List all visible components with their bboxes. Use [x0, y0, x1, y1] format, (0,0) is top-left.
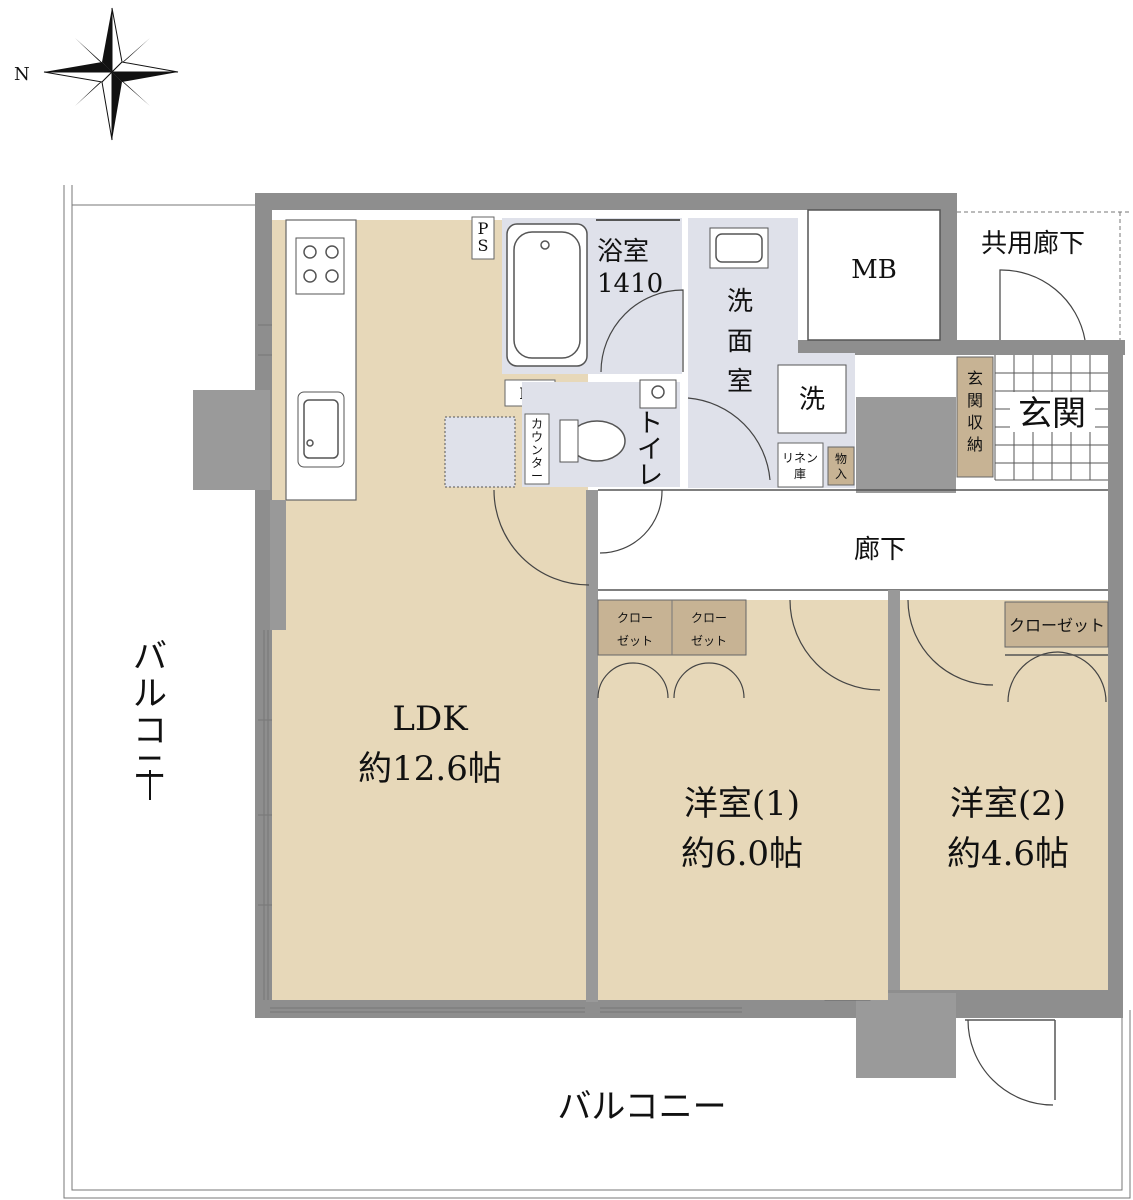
- linen-storage: [777, 442, 824, 488]
- linen-label-1: リネン: [782, 451, 818, 465]
- svg-text:イ: イ: [637, 435, 663, 465]
- storage-closet: [827, 446, 855, 486]
- toilet-room: [522, 379, 680, 487]
- bedroom2-name: 洋室(2): [950, 784, 1066, 824]
- bedroom1-name: 洋室(1): [684, 784, 800, 824]
- closet-2-label: クローゼット: [1009, 616, 1105, 635]
- washroom-label: 洗 面 室: [727, 287, 753, 397]
- svg-text:関: 関: [967, 391, 983, 410]
- mb-label: MB: [851, 255, 897, 285]
- balcony-bottom-label: バルコニー: [557, 1087, 726, 1127]
- balcony-outline: [63, 185, 1131, 1199]
- toilet-label: ト イ レ: [637, 409, 663, 491]
- svg-text:クロー: クロー: [617, 611, 653, 625]
- hallway-label: 廊下: [854, 535, 906, 565]
- svg-text:ゼット: ゼット: [691, 634, 727, 648]
- bathroom-size: 1410: [597, 269, 663, 299]
- svg-text:クロー: クロー: [691, 611, 727, 625]
- column-entrance: [856, 397, 956, 493]
- svg-text:コ: コ: [133, 711, 167, 751]
- common-corridor-label: 共用廊下: [981, 229, 1085, 259]
- ldk-size: 約12.6帖: [358, 749, 502, 789]
- column-left: [193, 390, 270, 490]
- ps-top-s: S: [478, 236, 489, 255]
- svg-text:カ: カ: [531, 417, 543, 431]
- ps-shaft-top: [471, 216, 495, 260]
- closet-1b-label: クロー ゼット: [691, 611, 727, 648]
- ps-top-p: P: [478, 219, 489, 238]
- bathroom: [502, 218, 684, 374]
- bedroom2-size: 約4.6帖: [947, 834, 1069, 874]
- storage-label-1: 物: [835, 452, 847, 466]
- balcony-left-label: バ ル コ ニ: [133, 637, 167, 800]
- svg-text:レ: レ: [637, 461, 663, 491]
- svg-text:ー: ー: [531, 469, 543, 483]
- ldk-windows: [258, 324, 742, 1013]
- hallway: [493, 489, 1108, 591]
- svg-text:ン: ン: [531, 443, 543, 457]
- svg-text:洗: 洗: [727, 287, 753, 317]
- linen-label-2: 庫: [794, 467, 806, 481]
- compass-rose-icon: [43, 7, 179, 141]
- ldk-name: LDK: [392, 699, 468, 739]
- svg-text:ト: ト: [637, 409, 663, 439]
- bedroom1-size: 約6.0帖: [681, 834, 803, 874]
- counter-label: カ ウ ン タ ー: [531, 417, 543, 483]
- mb-room: [807, 209, 941, 341]
- bedroom-2: [900, 599, 1109, 990]
- svg-text:室: 室: [727, 367, 753, 397]
- washer-label: 洗: [799, 385, 825, 415]
- svg-text:玄: 玄: [967, 369, 983, 388]
- balcony-door: [965, 1019, 1056, 1106]
- common-corridor: [957, 211, 1130, 341]
- storage-label-2: 入: [835, 467, 847, 481]
- column-bottom: [856, 993, 956, 1078]
- bathroom-label: 浴室: [597, 237, 649, 267]
- compass-north-label: N: [14, 64, 30, 85]
- entrance-label: 玄関: [1018, 394, 1086, 434]
- svg-text:ゼット: ゼット: [617, 634, 653, 648]
- svg-text:ル: ル: [133, 674, 167, 714]
- svg-text:納: 納: [967, 435, 983, 454]
- svg-text:タ: タ: [531, 456, 543, 470]
- svg-text:面: 面: [727, 327, 753, 357]
- bedroom-1: [597, 590, 900, 1000]
- ldk-wall-segment: [270, 500, 286, 630]
- svg-text:バ: バ: [133, 637, 167, 677]
- closet-1a-label: クロー ゼット: [617, 611, 653, 648]
- svg-text:収: 収: [967, 413, 983, 432]
- entrance-storage-label: 玄 関 収 納: [967, 369, 983, 454]
- entrance-label-bg: [1010, 392, 1095, 432]
- svg-text:ウ: ウ: [531, 430, 543, 444]
